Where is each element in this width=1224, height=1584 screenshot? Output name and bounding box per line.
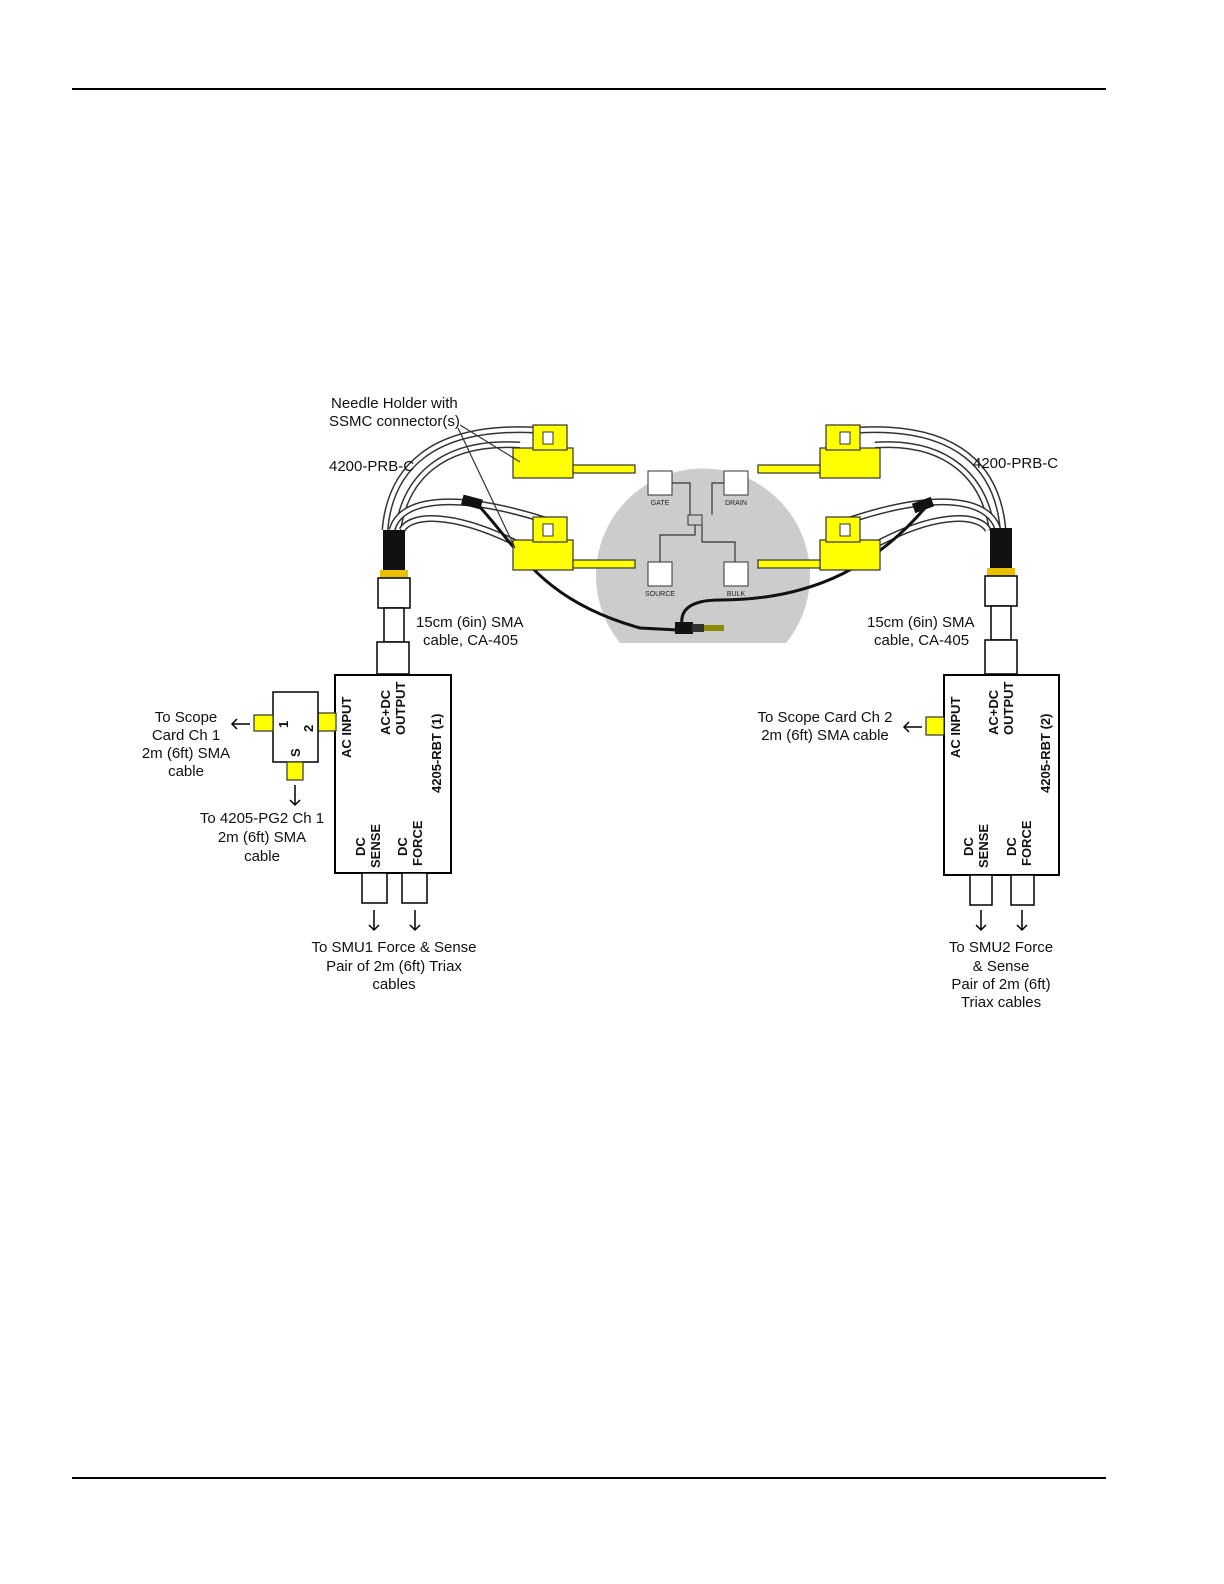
label-sma-left: cable, CA-405 [423,632,518,649]
svg-text:2m (6ft) SMA: 2m (6ft) SMA [142,745,230,762]
svg-text:4205-RBT (1): 4205-RBT (1) [429,714,444,793]
svg-text:SENSE: SENSE [976,824,991,868]
svg-text:To Scope: To Scope [155,709,218,726]
pad-source: SOURCE [645,561,675,598]
rbt-box-left: AC INPUT AC+DC OUTPUT 4205-RBT (1) DC SE… [334,674,452,874]
svg-text:To Scope Card Ch 2: To Scope Card Ch 2 [757,709,892,726]
svg-text:DC: DC [353,837,368,856]
svg-text:DC: DC [395,837,410,856]
svg-text:2: 2 [301,725,316,732]
svg-text:To SMU1 Force & Sense: To SMU1 Force & Sense [311,939,476,956]
svg-text:cables: cables [372,976,415,993]
svg-text:DC: DC [1004,837,1019,856]
svg-text:DRAIN: DRAIN [725,500,747,507]
svg-text:Pair of 2m (6ft): Pair of 2m (6ft) [951,976,1050,993]
sma-stack-left [376,530,411,675]
svg-text:Card Ch 1: Card Ch 1 [152,727,220,744]
dc-force-connector-left [401,872,428,904]
svg-text:Triax cables: Triax cables [961,994,1041,1011]
svg-text:AC INPUT: AC INPUT [339,697,354,758]
label-needle-holder: SSMC connector(s) [329,413,460,430]
label-needle-holder: Needle Holder with [331,395,458,412]
needle-holder-top-right [757,424,881,479]
ac-input-connector-right [925,716,945,736]
probe-cable-left [381,426,547,549]
sma-stack-right [984,528,1018,675]
label-prb-left: 4200-PRB-C [329,458,414,475]
leader-line [459,424,521,463]
svg-text:GATE: GATE [651,500,670,507]
label-sma-right: 15cm (6in) SMA [867,614,975,631]
svg-text:cable: cable [168,763,204,780]
footer-rule [72,1477,1106,1479]
label-smu2: To SMU2 Force & Sense Pair of 2m (6ft) T… [949,939,1053,1011]
svg-text:AC+DC: AC+DC [378,689,393,735]
svg-text:DC: DC [961,837,976,856]
pad-drain: DRAIN [723,470,749,507]
needle-holder-bottom-left [512,516,636,571]
svg-text:To 4205-PG2 Ch 1: To 4205-PG2 Ch 1 [200,810,324,827]
needle-holder-top-left [512,424,636,479]
label-pg2: To 4205-PG2 Ch 1 2m (6ft) SMA cable [200,810,324,865]
arrows [230,718,1028,932]
svg-text:4205-RBT (2): 4205-RBT (2) [1038,714,1053,793]
svg-text:Pair of 2m (6ft) Triax: Pair of 2m (6ft) Triax [326,958,462,975]
svg-text:AC INPUT: AC INPUT [948,697,963,758]
power-divider-tee: 1 2 S [253,691,319,781]
needle-holder-bottom-right [757,516,881,571]
label-sma-left: 15cm (6in) SMA [416,614,524,631]
pad-bulk: BULK [723,561,749,598]
svg-text:S: S [288,748,303,757]
svg-text:cable: cable [244,848,280,865]
rbt-box-right: AC INPUT AC+DC OUTPUT 4205-RBT (2) DC SE… [943,674,1060,876]
label-smu1: To SMU1 Force & Sense Pair of 2m (6ft) T… [311,939,476,993]
svg-text:To SMU2 Force: To SMU2 Force [949,939,1053,956]
ground-cable [476,503,927,634]
svg-text:FORCE: FORCE [410,820,425,866]
svg-text:& Sense: & Sense [973,958,1030,975]
label-prb-right: 4200-PRB-C [973,455,1058,472]
svg-text:BULK: BULK [727,591,746,598]
svg-text:OUTPUT: OUTPUT [1001,682,1016,736]
label-scope-left: To Scope Card Ch 1 2m (6ft) SMA cable [142,709,230,780]
svg-text:1: 1 [276,721,291,728]
dc-sense-connector-left [361,872,388,904]
probe-cable-right [848,426,1007,549]
svg-text:SENSE: SENSE [368,824,383,868]
wafer [595,468,810,643]
svg-text:2m (6ft) SMA cable: 2m (6ft) SMA cable [761,727,889,744]
header-rule [72,88,1106,90]
pad-gate: GATE [647,470,673,507]
svg-text:FORCE: FORCE [1019,820,1034,866]
svg-text:OUTPUT: OUTPUT [393,682,408,736]
device-traces [659,482,736,562]
svg-text:2m (6ft) SMA: 2m (6ft) SMA [218,829,306,846]
ac-input-connector-left [317,712,337,732]
dc-force-connector-right [1010,874,1035,906]
leader-line [457,427,516,549]
svg-text:SOURCE: SOURCE [645,591,675,598]
label-sma-right: cable, CA-405 [874,632,969,649]
dc-sense-connector-right [969,874,993,906]
svg-text:AC+DC: AC+DC [986,689,1001,735]
label-scope-right: To Scope Card Ch 2 2m (6ft) SMA cable [757,709,892,744]
